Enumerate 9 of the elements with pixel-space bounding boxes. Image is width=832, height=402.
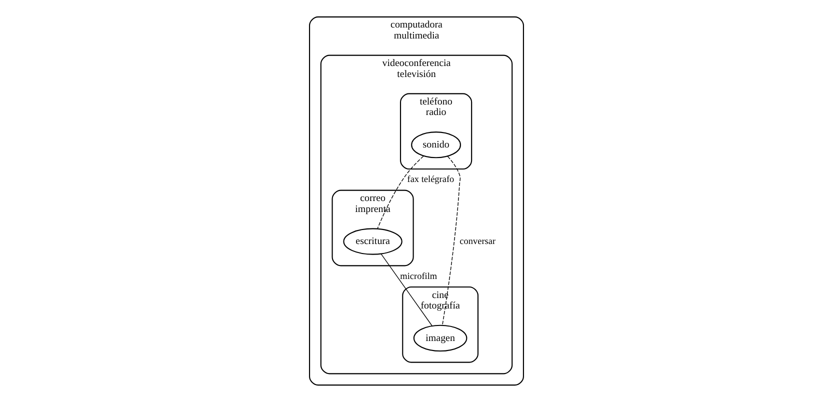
connector [442,156,460,326]
connector [380,254,432,326]
edge-label: conversar [459,236,496,246]
node-ellipse: escritura [342,228,402,255]
edge-label: microfilm [400,270,437,281]
node-ellipse: sonido [410,132,461,158]
connector [376,156,424,230]
edge-label: fax telégrafo [406,174,454,184]
node-ellipse: imagen [412,324,467,352]
